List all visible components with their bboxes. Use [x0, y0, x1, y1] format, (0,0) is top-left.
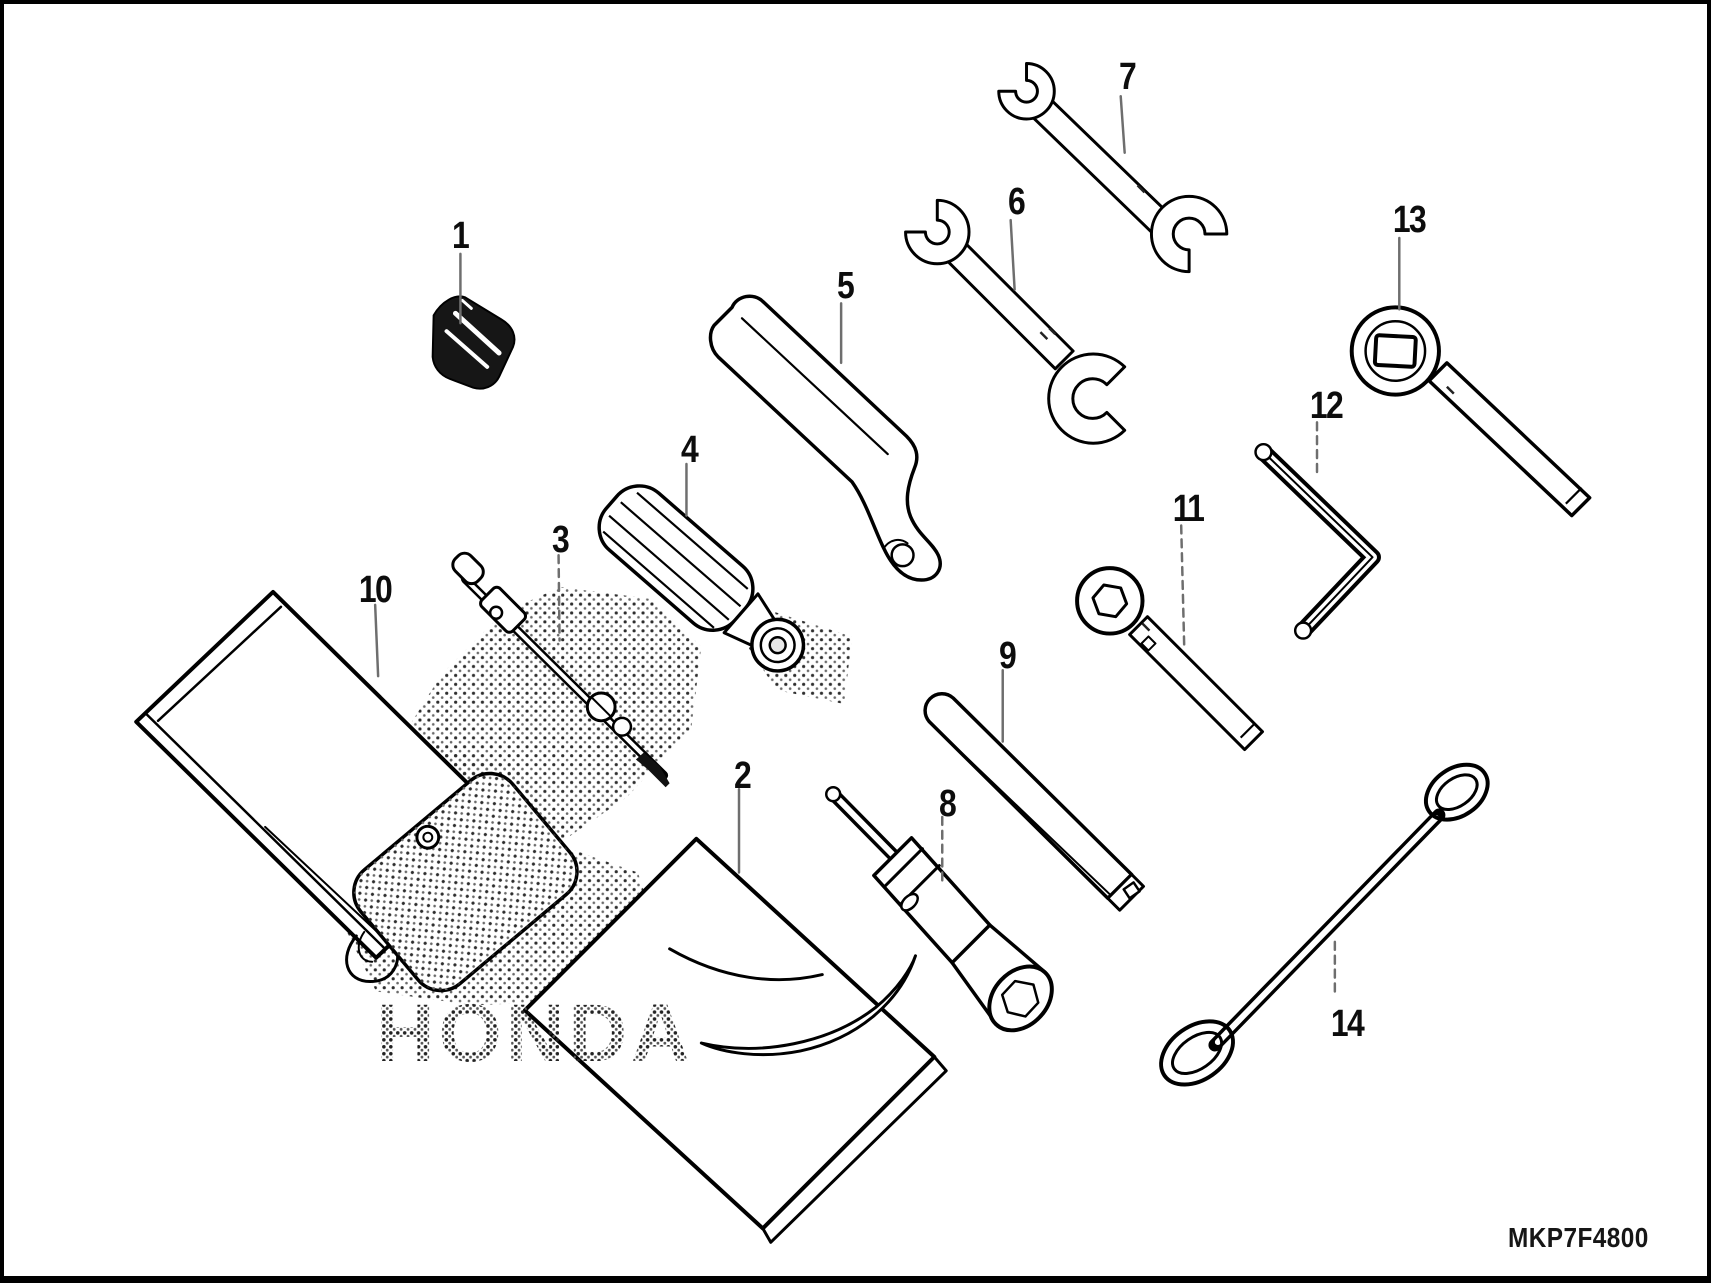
- part-13-socket-wrench: [1349, 305, 1592, 518]
- callout-14[interactable]: 14: [1330, 1003, 1365, 1045]
- part-5-lever-tool: [708, 294, 942, 582]
- callout-1[interactable]: 1: [451, 215, 470, 257]
- part-4-screwdriver-grip: [597, 484, 806, 673]
- callout-2[interactable]: 2: [733, 755, 752, 797]
- callout-13[interactable]: 13: [1392, 199, 1427, 241]
- part-10-tool-pouch: [134, 589, 579, 993]
- callout-11[interactable]: 11: [1172, 488, 1205, 530]
- part-8-spark-plug-wrench: [825, 785, 1054, 1033]
- diagram-code: MKP7F4800: [1508, 1222, 1649, 1253]
- callout-6[interactable]: 6: [1007, 181, 1026, 223]
- part-9-socket-bar: [923, 692, 1145, 912]
- part-1-clip: [431, 295, 516, 390]
- callout-8[interactable]: 8: [938, 783, 957, 825]
- part-11-box-wrench: [1075, 566, 1264, 752]
- part-7-open-end-wrench-small: [997, 61, 1229, 274]
- callout-12[interactable]: 12: [1309, 385, 1344, 427]
- honda-watermark: HONDA: [376, 988, 694, 1079]
- part-6-open-end-wrench: [904, 198, 1127, 445]
- callout-4[interactable]: 4: [680, 429, 699, 471]
- wing-mark: [668, 947, 824, 982]
- callout-9[interactable]: 9: [998, 635, 1017, 677]
- part-2-booklet: [522, 836, 948, 1244]
- callout-5[interactable]: 5: [836, 265, 855, 307]
- part-3-screwdriver-blade: [451, 551, 670, 788]
- tools-line-art: HONDA: [134, 61, 1592, 1244]
- callout-3[interactable]: 3: [551, 519, 570, 561]
- part-12-hex-key: [1254, 442, 1381, 640]
- part-14-eye-rod: [1159, 762, 1490, 1087]
- leader-lines: [373, 94, 1401, 995]
- callout-10[interactable]: 10: [358, 569, 393, 611]
- callout-7[interactable]: 7: [1118, 56, 1137, 98]
